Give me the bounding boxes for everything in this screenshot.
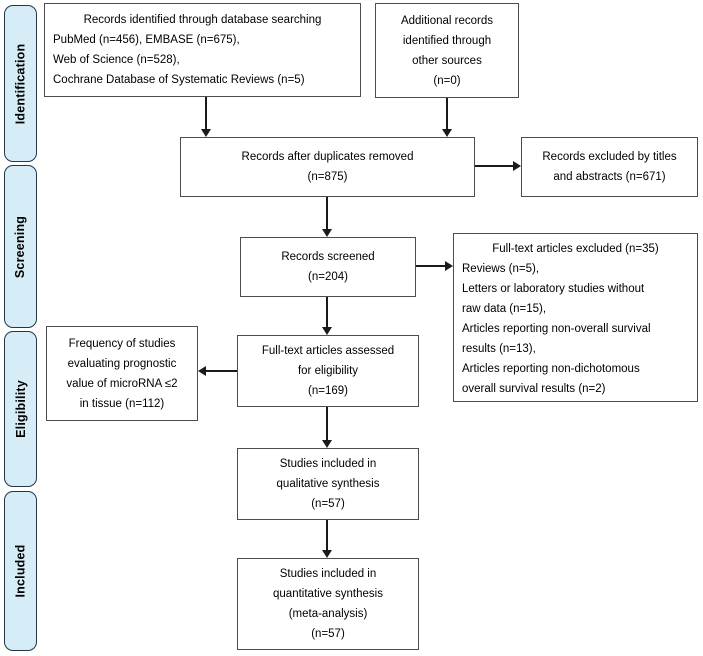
box-database-search: Records identified through database sear…	[44, 3, 361, 97]
arrowhead-left-icon	[198, 366, 206, 376]
arrowhead-right-icon	[513, 161, 521, 171]
arrow-screened-to-ftexcluded	[416, 265, 446, 267]
box-text-line: (n=57)	[311, 628, 345, 640]
stage-identification-label: Identification	[13, 43, 28, 124]
box-frequency-microrna: Frequency of studies evaluating prognost…	[46, 326, 198, 421]
stage-screening-label: Screening	[13, 215, 28, 278]
stage-included-label: Included	[13, 544, 28, 598]
arrow-dbsearch-to-duplicates	[205, 97, 207, 130]
box-text-line: (n=57)	[311, 498, 345, 510]
arrowhead-down-icon	[322, 229, 332, 237]
box-text-line: Reviews (n=5),	[462, 263, 540, 275]
arrow-qualitative-to-quantitative	[326, 520, 328, 551]
box-text-line: Web of Science (n=528),	[53, 54, 180, 66]
stage-eligibility: Eligibility	[4, 331, 37, 487]
box-fulltext-assessed: Full-text articles assessed for eligibil…	[237, 335, 419, 407]
arrowhead-down-icon	[322, 440, 332, 448]
arrow-duplicates-to-excluded	[475, 165, 514, 167]
box-text-line: Studies included in	[279, 458, 377, 470]
arrow-duplicates-to-screened	[326, 197, 328, 230]
box-text-line: in tissue (n=112)	[79, 397, 165, 410]
box-text-line: results (n=13),	[462, 343, 536, 355]
stage-eligibility-label: Eligibility	[13, 380, 28, 438]
arrowhead-down-icon	[322, 327, 332, 335]
box-records-screened: Records screened (n=204)	[240, 237, 416, 297]
box-text-line: value of microRNA ≤2	[66, 377, 178, 390]
box-text-line: Articles reporting non-overall survival	[462, 323, 651, 335]
box-quantitative-synthesis: Studies included in quantitative synthes…	[237, 558, 419, 650]
box-text-line: (n=169)	[308, 385, 348, 397]
box-text-line: PubMed (n=456), EMBASE (n=675),	[53, 34, 240, 46]
box-text-line: (meta-analysis)	[288, 608, 368, 620]
stage-included: Included	[4, 491, 37, 651]
arrow-assessed-to-qualitative	[326, 407, 328, 441]
box-text-line: evaluating prognostic	[67, 357, 177, 370]
box-text-line: Records after duplicates removed	[241, 151, 414, 163]
box-qualitative-synthesis: Studies included in qualitative synthesi…	[237, 448, 419, 520]
box-text-line: overall survival results (n=2)	[462, 383, 606, 395]
arrow-screened-to-assessed	[326, 297, 328, 328]
box-duplicates-removed: Records after duplicates removed (n=875)	[180, 137, 475, 197]
box-text-line: Records excluded by titles	[542, 151, 677, 163]
box-other-sources: Additional records identified through ot…	[375, 3, 519, 98]
box-text-line: raw data (n=15),	[462, 303, 547, 315]
box-text-line: Articles reporting non-dichotomous	[462, 363, 640, 375]
box-text-line: Cochrane Database of Systematic Reviews …	[53, 74, 305, 86]
box-text-line: Records screened	[281, 251, 375, 263]
box-text-line: Letters or laboratory studies without	[462, 283, 645, 295]
box-text-line: identified through	[402, 34, 492, 47]
box-text-line: other sources	[412, 54, 482, 67]
box-text-line: Additional records	[400, 14, 494, 27]
stage-screening: Screening	[4, 165, 37, 328]
arrowhead-right-icon	[445, 261, 453, 271]
box-fulltext-excluded: Full-text articles excluded (n=35) Revie…	[453, 233, 698, 402]
box-text-line: (n=0)	[433, 74, 461, 87]
stage-identification: Identification	[4, 5, 37, 162]
box-text-line: Full-text articles assessed	[261, 345, 395, 357]
box-text-line: quantitative synthesis	[273, 588, 383, 600]
box-text-line: (n=875)	[307, 171, 348, 183]
box-text-line: (n=204)	[308, 271, 348, 283]
box-text-line: and abstracts (n=671)	[553, 171, 666, 183]
box-excluded-titles-abstracts: Records excluded by titles and abstracts…	[521, 137, 698, 197]
box-text-line: Records identified through database sear…	[83, 14, 322, 26]
arrow-othersources-to-duplicates	[446, 98, 448, 130]
box-text-line: qualitative synthesis	[276, 478, 380, 490]
arrowhead-down-icon	[201, 129, 211, 137]
arrowhead-down-icon	[442, 129, 452, 137]
box-text-line: Frequency of studies	[68, 337, 176, 350]
box-text-line: for eligibility	[297, 365, 359, 377]
box-text-line: Studies included in	[279, 568, 377, 580]
box-text-line: Full-text articles excluded (n=35)	[492, 243, 659, 255]
arrow-assessed-to-frequency	[206, 370, 237, 372]
arrowhead-down-icon	[322, 550, 332, 558]
